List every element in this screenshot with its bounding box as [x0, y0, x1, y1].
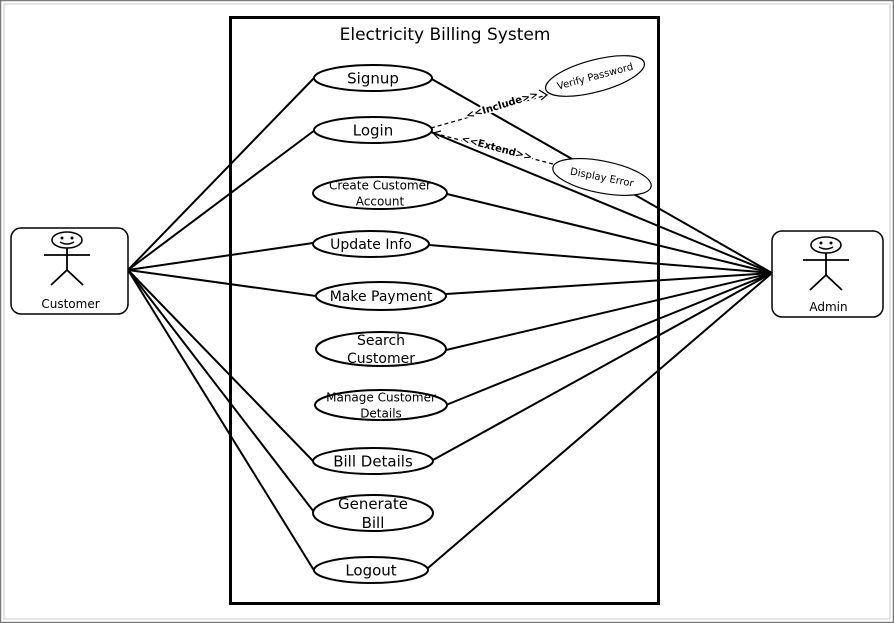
association-admin-manage-customer-details	[445, 272, 773, 406]
stick-figure-head	[810, 236, 842, 254]
use-case-label: Search	[357, 333, 405, 349]
use-case-login: Login	[313, 116, 433, 144]
association-customer-login	[127, 129, 316, 271]
association-lines	[127, 76, 773, 573]
actor-label: Customer	[41, 297, 99, 311]
use-case-label: Bill	[362, 514, 385, 532]
use-case-label: Login	[353, 121, 393, 139]
association-admin-bill-details	[432, 272, 773, 461]
system-title: Electricity Billing System	[340, 25, 551, 45]
use-case-ellipse	[313, 64, 433, 92]
use-case-ellipse	[314, 389, 448, 421]
dependency-arrowhead	[538, 89, 549, 101]
use-case-label: Bill Details	[333, 452, 413, 470]
extension-ellipse	[552, 158, 652, 196]
actors: Customer Admin	[10, 227, 884, 318]
association-customer-generate-bill	[127, 269, 315, 513]
actor-box	[771, 230, 884, 318]
system-boundary-box	[229, 16, 660, 605]
association-admin-update-info	[428, 244, 773, 274]
use-case-label: Signup	[347, 69, 399, 87]
extension-case-display-error: Display Error	[552, 158, 652, 196]
use-case-signup: Signup	[313, 64, 433, 92]
association-customer-logout	[127, 269, 316, 573]
use-case-ellipse	[315, 281, 447, 311]
use-case-logout: Logout	[313, 556, 429, 584]
use-case-label: Make Payment	[330, 289, 433, 305]
stick-figure-icon	[803, 236, 849, 291]
use-case-label: Customer	[347, 351, 415, 367]
use-case-label: Account	[356, 194, 405, 208]
actor-admin: Admin	[771, 230, 884, 318]
association-customer-bill-details	[127, 269, 314, 462]
use-case-label: Generate	[338, 495, 408, 513]
stick-figure-icon	[44, 231, 90, 286]
use-case-label: Details	[360, 406, 402, 420]
actor-customer: Customer	[10, 227, 129, 315]
use-case-label: Create Customer	[329, 178, 431, 192]
actor-box	[10, 227, 129, 315]
use-case-label: Update Info	[330, 237, 412, 253]
use-case-label: Manage Customer	[326, 390, 436, 404]
use-case-update-info: Update Info	[312, 230, 430, 258]
dependency-line	[430, 94, 548, 129]
use-case-label: Logout	[345, 561, 396, 579]
association-admin-logout	[427, 272, 773, 569]
association-admin-create-customer-account	[446, 193, 773, 274]
use-case-ellipse	[312, 447, 434, 475]
association-admin-search-customer	[445, 272, 773, 351]
association-customer-update-info	[127, 242, 314, 271]
association-admin-make-payment	[445, 272, 773, 295]
extension-ellipse	[544, 55, 646, 97]
use-case-bill-details: Bill Details	[312, 447, 434, 475]
use-case-ellipse	[312, 494, 434, 532]
actor-label: Admin	[809, 300, 847, 314]
association-admin-login	[430, 131, 773, 274]
use-case-ellipse	[313, 116, 433, 144]
association-customer-signup	[127, 76, 316, 271]
use-case-ellipse	[312, 176, 448, 210]
use-case-ellipse	[313, 556, 429, 584]
use-case-ellipse	[315, 331, 447, 367]
use-case-ellipse	[312, 230, 430, 258]
use-case-make-payment: Make Payment	[315, 281, 447, 311]
stick-figure-head	[51, 231, 83, 249]
inner-frame	[3, 3, 891, 620]
association-customer-make-payment	[127, 269, 317, 297]
system-boundary: Electricity Billing System	[229, 16, 660, 605]
dependency-arrowhead	[431, 130, 442, 140]
